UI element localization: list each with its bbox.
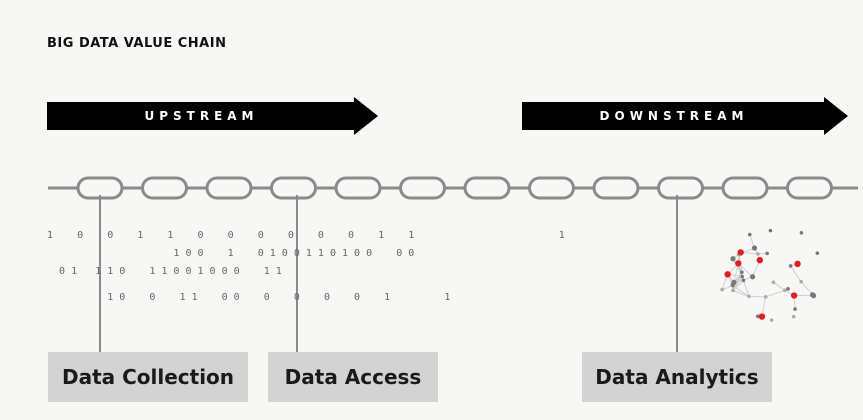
network-node bbox=[747, 294, 751, 299]
network-node bbox=[799, 279, 803, 284]
network-node bbox=[769, 318, 774, 322]
network-node bbox=[810, 293, 817, 299]
network-edge bbox=[737, 263, 753, 278]
network-edge bbox=[732, 276, 743, 291]
network-node bbox=[788, 264, 793, 268]
network-edge bbox=[732, 290, 750, 297]
network-edge bbox=[790, 265, 802, 282]
stage-data-analytics: Data Analytics bbox=[582, 352, 772, 402]
network-node bbox=[799, 230, 804, 235]
downstream-label: DOWNSTREAM bbox=[599, 109, 749, 123]
network-edge bbox=[742, 280, 750, 297]
network-node bbox=[765, 251, 769, 256]
network-node bbox=[747, 232, 752, 237]
diagram-title: BIG DATA VALUE CHAIN bbox=[47, 36, 227, 51]
chain-link bbox=[270, 176, 317, 200]
network-node bbox=[758, 313, 766, 320]
network-edge bbox=[732, 279, 744, 291]
network-node bbox=[740, 274, 745, 279]
chain-link bbox=[463, 176, 511, 200]
chain-link bbox=[721, 176, 769, 200]
downstream-arrow: DOWNSTREAM bbox=[522, 97, 848, 135]
network-node bbox=[768, 228, 773, 233]
stage-data-access: Data Access bbox=[268, 352, 438, 402]
downstream-arrow-head bbox=[824, 97, 848, 135]
upstream-arrow-shaft bbox=[47, 102, 356, 130]
binary-row-1: 1 0 0 1 1 0 0 0 0 0 0 1 1 1 bbox=[47, 230, 565, 241]
network-node bbox=[731, 288, 735, 293]
network-node bbox=[763, 295, 768, 299]
network-node bbox=[740, 270, 744, 275]
network-node bbox=[731, 279, 737, 285]
upstream-arrow-head bbox=[354, 97, 378, 135]
network-node bbox=[756, 256, 763, 264]
binary-row-2: 1 0 0 1 0 1 0 0 1 1 0 1 0 0 0 0 bbox=[47, 248, 415, 259]
binary-row-3: 0 1 1 1 0 1 1 0 0 1 0 0 0 1 1 bbox=[47, 266, 282, 277]
chain-link bbox=[657, 176, 704, 200]
network-node bbox=[749, 274, 756, 280]
network-edge bbox=[800, 281, 813, 296]
network-node bbox=[751, 245, 758, 251]
network-node bbox=[793, 307, 797, 311]
binary-row-4: 1 0 0 1 1 0 0 0 0 0 0 1 1 bbox=[47, 292, 451, 303]
chain-link bbox=[786, 176, 833, 200]
network-edge bbox=[773, 281, 786, 291]
network-node bbox=[741, 278, 746, 283]
chain-link bbox=[141, 176, 188, 200]
chain-link bbox=[334, 176, 382, 200]
network-node bbox=[786, 287, 790, 291]
network-graphic bbox=[720, 228, 820, 322]
network-node bbox=[756, 252, 760, 256]
network-node bbox=[794, 260, 801, 268]
chain-link bbox=[528, 176, 575, 200]
network-edge bbox=[733, 263, 739, 283]
network-node bbox=[790, 292, 798, 299]
chain-link bbox=[205, 176, 253, 200]
network-node bbox=[724, 271, 731, 278]
network-node bbox=[720, 287, 724, 292]
network-edge bbox=[721, 285, 733, 291]
network-node bbox=[755, 314, 760, 319]
network-edge bbox=[765, 289, 785, 298]
network-node bbox=[782, 288, 787, 293]
network-node bbox=[737, 249, 744, 256]
network-node bbox=[771, 280, 776, 285]
network-node bbox=[791, 314, 796, 319]
chain-link bbox=[399, 176, 446, 200]
network-node bbox=[735, 260, 742, 267]
upstream-label: UPSTREAM bbox=[144, 109, 259, 123]
network-edge bbox=[732, 285, 750, 297]
chain-link bbox=[592, 176, 640, 200]
network-edge bbox=[761, 296, 767, 317]
stage-data-collection: Data Collection bbox=[48, 352, 248, 402]
network-node bbox=[730, 256, 736, 262]
chain-links bbox=[76, 176, 833, 200]
upstream-arrow: UPSTREAM bbox=[47, 97, 378, 135]
downstream-arrow-shaft bbox=[522, 102, 826, 130]
network-node bbox=[815, 251, 820, 255]
